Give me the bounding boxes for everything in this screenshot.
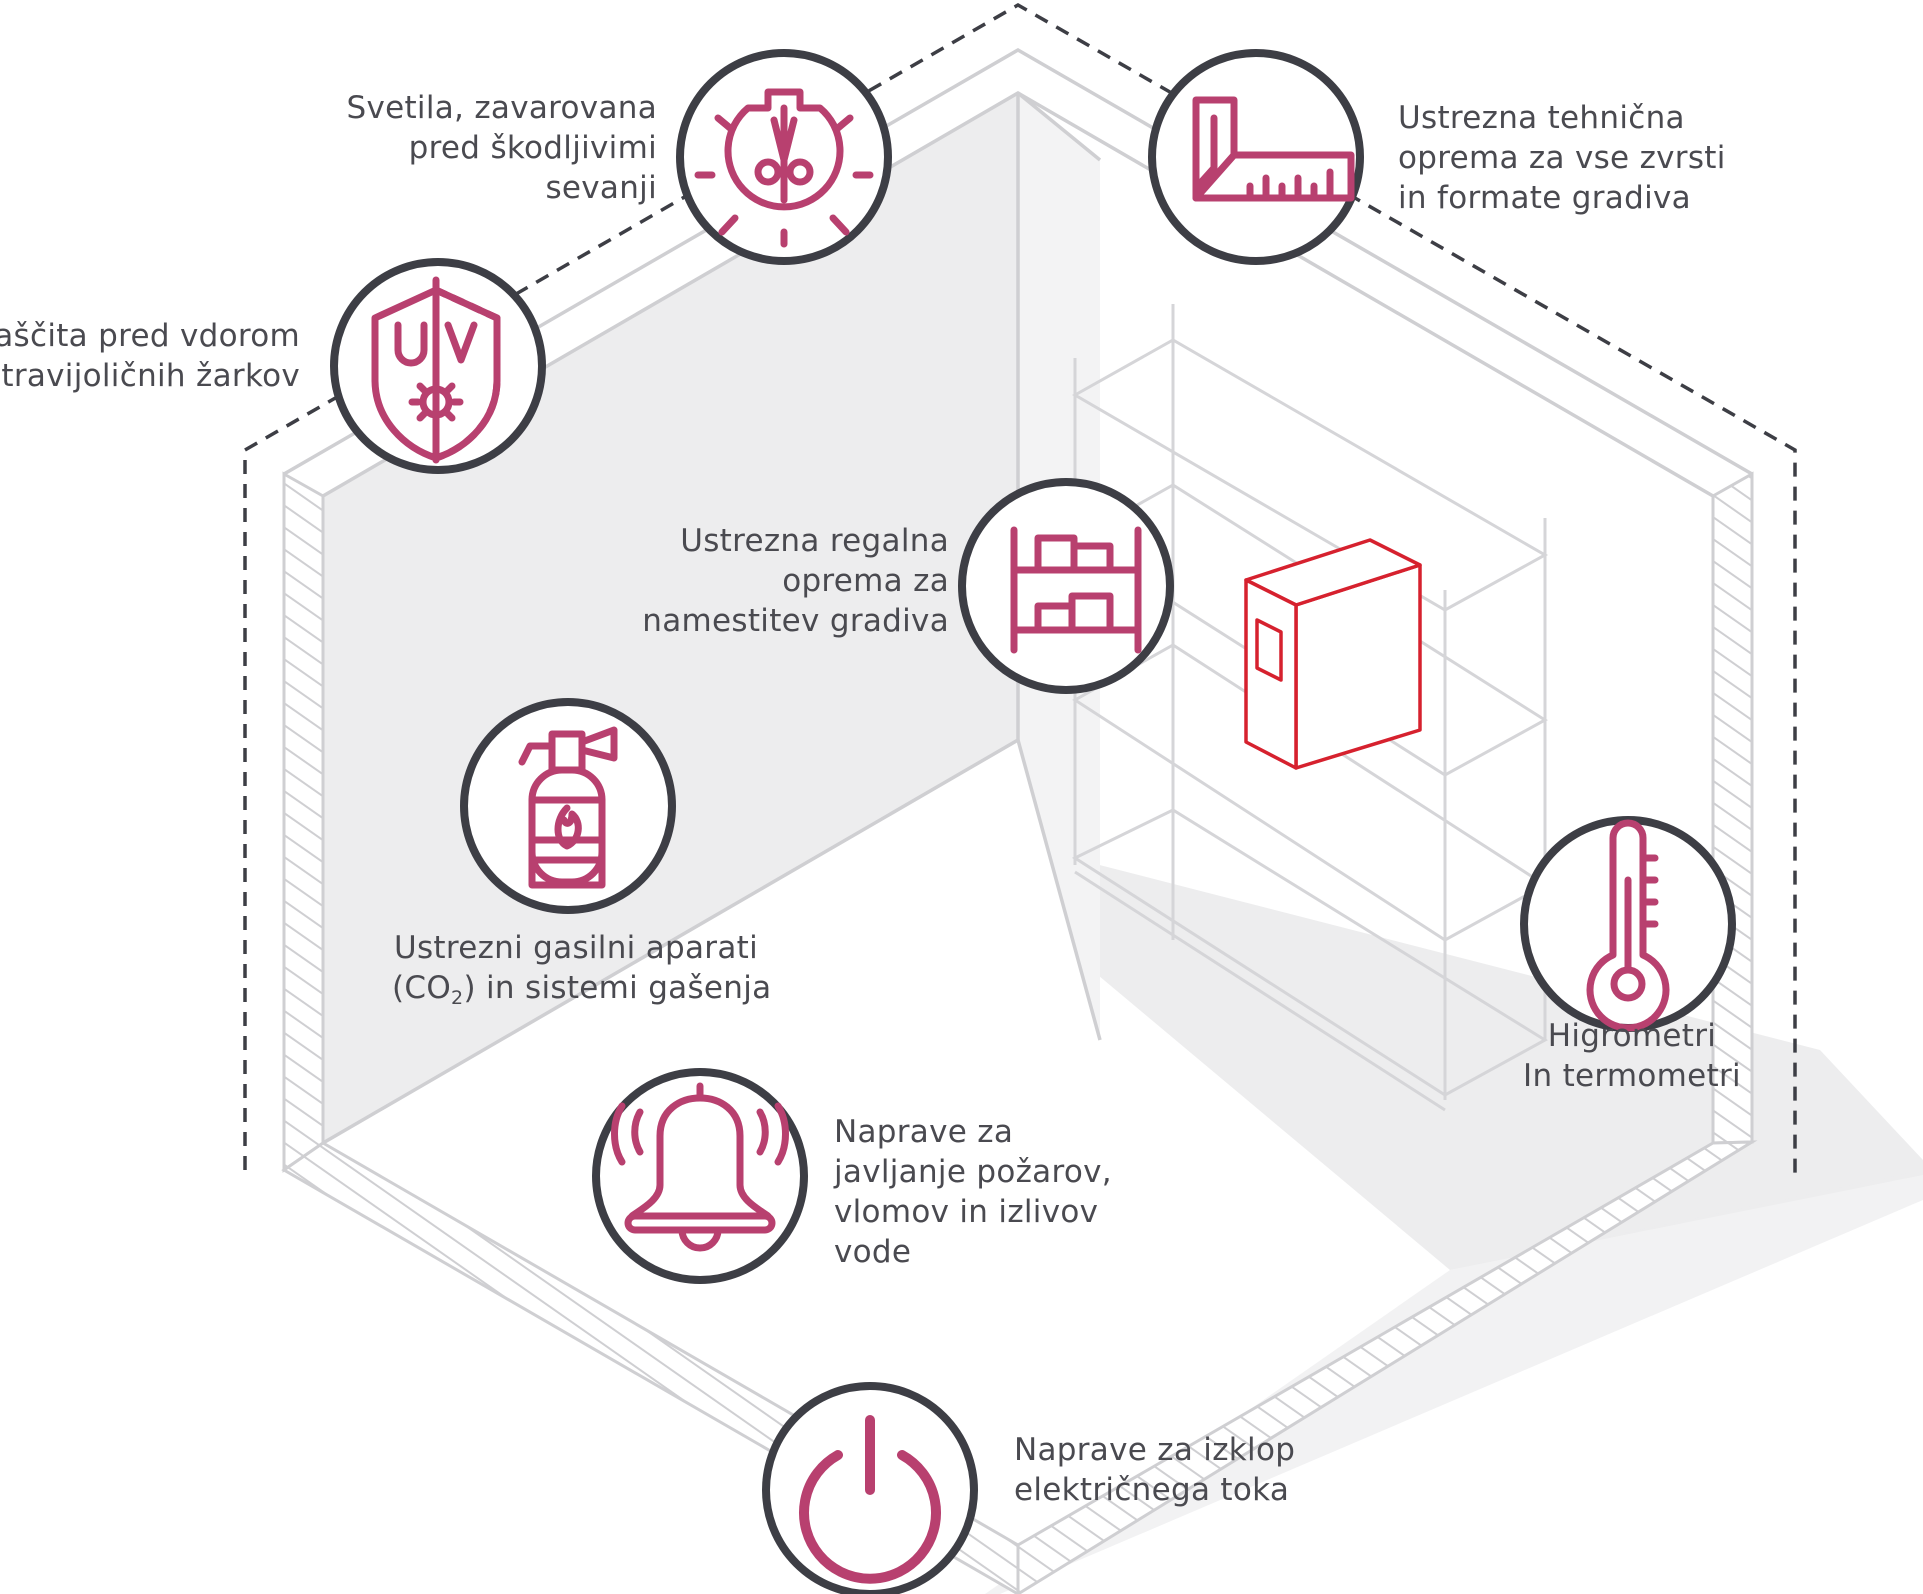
uv-shield-icon	[371, 276, 501, 464]
alarm-bell-icon	[611, 1082, 789, 1252]
power-icon	[799, 1415, 941, 1584]
shelving-icon	[1010, 526, 1142, 654]
left-wall-section	[282, 471, 325, 1173]
shelving-unit	[1071, 304, 1549, 1112]
dashed-outline	[243, 2, 1797, 1175]
set-square-ruler-icon	[1192, 96, 1355, 202]
floor-shadow	[985, 1170, 1923, 1594]
front-wall-right-section	[1016, 1140, 1758, 1594]
archive-box	[1244, 538, 1422, 770]
fire-extinguisher-icon	[518, 726, 618, 889]
light-bulb-icon	[694, 88, 874, 248]
label-fire-extinguishers: Ustrezni gasilni aparati (CO2) in sistem…	[392, 930, 772, 1009]
thermometer-icon	[1586, 819, 1670, 1032]
